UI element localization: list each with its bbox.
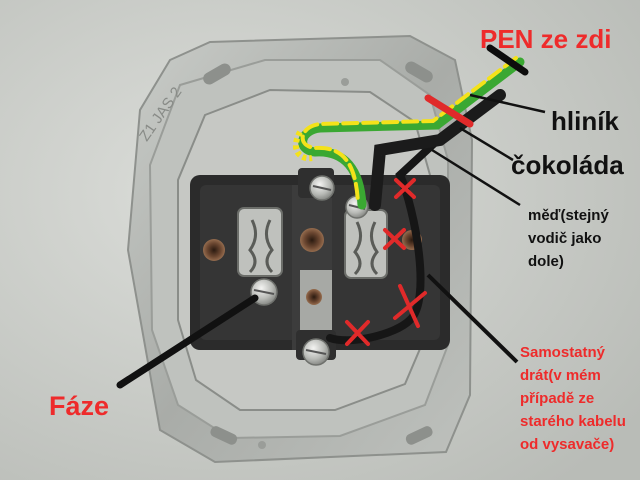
wires — [292, 44, 529, 345]
cross-mark-icon — [394, 178, 416, 199]
pen-wire-green — [298, 57, 525, 210]
label-copper: měď(stejný vodič jako dole) — [528, 207, 609, 270]
pointer-lines — [116, 93, 546, 389]
pen-end-marker — [486, 44, 529, 76]
cross-mark-icon — [393, 284, 427, 328]
terminal-hole — [300, 228, 324, 252]
cross-mark-icon — [383, 228, 406, 250]
pen-wire-yellow — [300, 56, 518, 205]
terminal-holes — [203, 228, 422, 305]
spring-clip-right — [344, 209, 388, 279]
terminal-hole — [203, 239, 225, 261]
cross-mark-icon — [345, 320, 370, 346]
label-pen: PEN ze zdi — [480, 24, 612, 54]
screw-terminal — [309, 175, 335, 201]
spring-clip-left — [237, 207, 283, 277]
label-phase: Fáze — [49, 391, 110, 421]
black-cable — [369, 89, 506, 211]
label-brown: čokoláda — [511, 150, 624, 180]
aluminium-cut-marker — [424, 94, 474, 128]
screw-terminal — [302, 338, 330, 366]
label-aluminium: hliník — [551, 106, 619, 136]
cross-marks — [345, 178, 427, 346]
terminal-hole — [306, 289, 322, 305]
pe-jumper-wire — [292, 130, 313, 162]
label-separate-wire: Samostatný drát(v mém případě ze starého… — [520, 344, 626, 453]
